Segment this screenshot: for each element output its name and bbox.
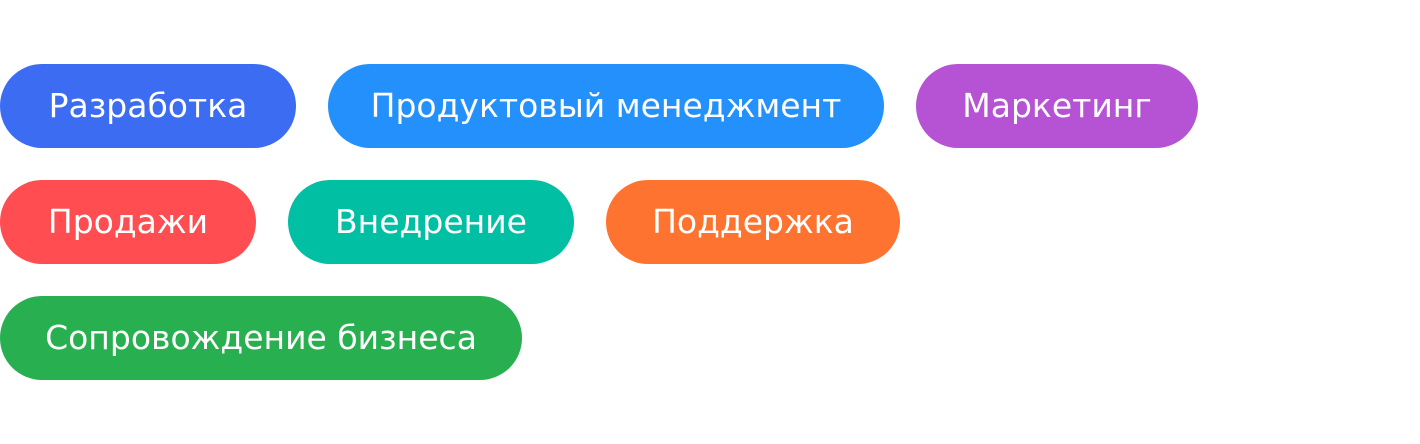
chip-sales[interactable]: Продажи: [0, 180, 256, 264]
chip-product-management[interactable]: Продуктовый менеджмент: [328, 64, 884, 148]
chip-support[interactable]: Поддержка: [606, 180, 900, 264]
chip-development[interactable]: Разработка: [0, 64, 296, 148]
chip-business-support[interactable]: Сопровождение бизнеса: [0, 296, 522, 380]
chip-implementation[interactable]: Внедрение: [288, 180, 574, 264]
chip-marketing[interactable]: Маркетинг: [916, 64, 1198, 148]
